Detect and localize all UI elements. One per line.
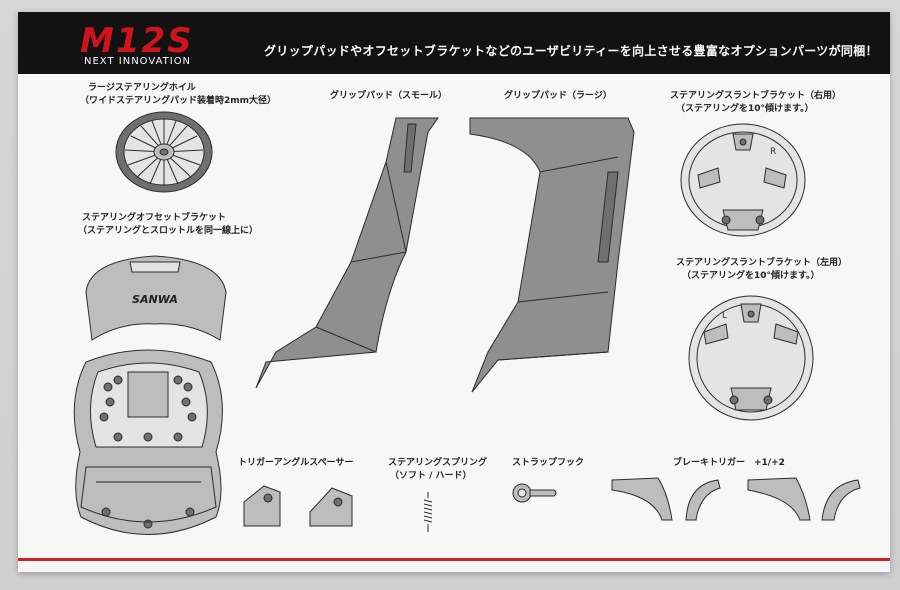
brand-logo: M12S <box>80 21 194 61</box>
offset-bracket-illustration: SANWA <box>85 255 227 341</box>
slant-bracket-left-illustration: L <box>688 295 814 421</box>
grip-large-label: グリップパッド（ラージ） <box>504 91 612 101</box>
base-plate-illustration <box>73 349 223 535</box>
header-bar: M12S NEXT INNOVATION グリップパッドやオフセットブラケットな… <box>18 12 890 74</box>
slant-bracket-right-illustration: R <box>680 123 806 237</box>
slant-left-label: ステアリングスラントブラケット（左用） <box>676 258 848 268</box>
strap-hook-illustration <box>512 483 557 503</box>
slant-right-mark: R <box>770 147 776 157</box>
steering-wheel-illustration <box>115 111 213 193</box>
offset-bracket-note: （ステアリングとスロットルを同一線上に） <box>78 226 259 236</box>
brake-trigger-label: ブレーキトリガー +1/+2 <box>673 458 785 468</box>
grip-pad-large-illustration <box>469 117 635 393</box>
trigger-spacer-illustration <box>243 485 353 527</box>
spring-label: ステアリングスプリング <box>388 458 488 468</box>
accent-line <box>18 558 890 561</box>
offset-bracket-label: ステアリングオフセットブラケット <box>82 213 227 223</box>
grip-pad-small-illustration <box>255 117 439 389</box>
strap-hook-label: ストラップフック <box>512 458 585 468</box>
brake-trigger-illustration <box>611 477 861 521</box>
sanwa-mark: SANWA <box>132 293 178 306</box>
spring-note: （ソフト / ハード） <box>390 471 472 481</box>
trigger-spacer-label: トリガーアングルスペーサー <box>238 458 354 468</box>
headline: グリップパッドやオフセットブラケットなどのユーザビリティーを向上させる豊富なオプ… <box>264 44 878 58</box>
slant-left-mark: L <box>722 311 727 321</box>
slant-right-note: （ステアリングを10°傾けます。） <box>676 104 814 114</box>
large-wheel-label: ラージステアリングホイル <box>88 83 196 93</box>
large-wheel-note: （ワイドステアリングパッド装着時2mm大径） <box>80 96 277 106</box>
slant-right-label: ステアリングスラントブラケット（右用） <box>670 91 842 101</box>
product-sheet: M12S NEXT INNOVATION グリップパッドやオフセットブラケットな… <box>18 12 890 572</box>
grip-small-label: グリップパッド（スモール） <box>330 91 448 101</box>
brand-tagline: NEXT INNOVATION <box>84 56 192 67</box>
steering-spring-illustration <box>423 492 433 532</box>
slant-left-note: （ステアリングを10°傾けます。） <box>682 271 820 281</box>
